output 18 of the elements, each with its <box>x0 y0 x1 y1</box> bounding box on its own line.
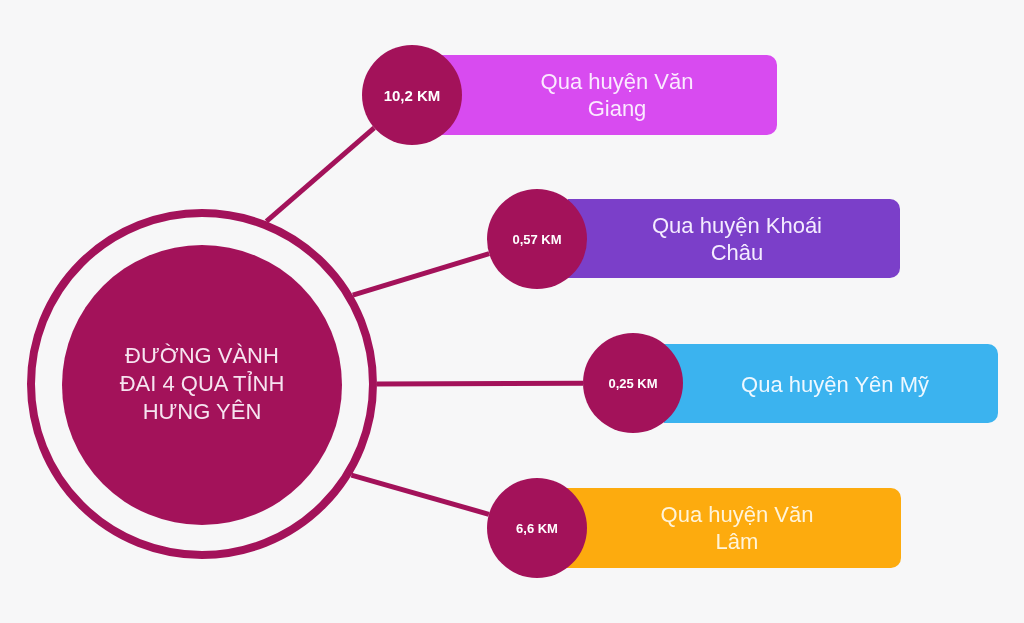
distance-label: 6,6 KM <box>516 520 558 536</box>
district-bar <box>567 488 901 568</box>
district-bar <box>568 199 900 278</box>
hub-title: ĐƯỜNG VÀNH ĐAI 4 QUA TỈNH HƯNG YÊN <box>118 342 286 426</box>
distance-label: 10,2 KM <box>383 86 441 104</box>
distance-label: 0,57 KM <box>512 231 562 247</box>
district-label: Qua huyện Khoái Châu <box>651 211 823 266</box>
district-label: Qua huyện Văn Lâm <box>659 501 815 555</box>
hub-circle <box>27 209 377 559</box>
connector-line <box>352 251 490 298</box>
district-bar <box>442 55 777 135</box>
district-bar <box>664 344 998 423</box>
connector-line <box>264 125 376 224</box>
connector-line <box>377 380 583 387</box>
district-label: Qua huyện Yên Mỹ <box>740 370 930 397</box>
district-label: Qua huyện Văn Giang <box>539 68 695 122</box>
connector-line <box>350 472 490 517</box>
distance-label: 0,25 KM <box>608 375 658 391</box>
